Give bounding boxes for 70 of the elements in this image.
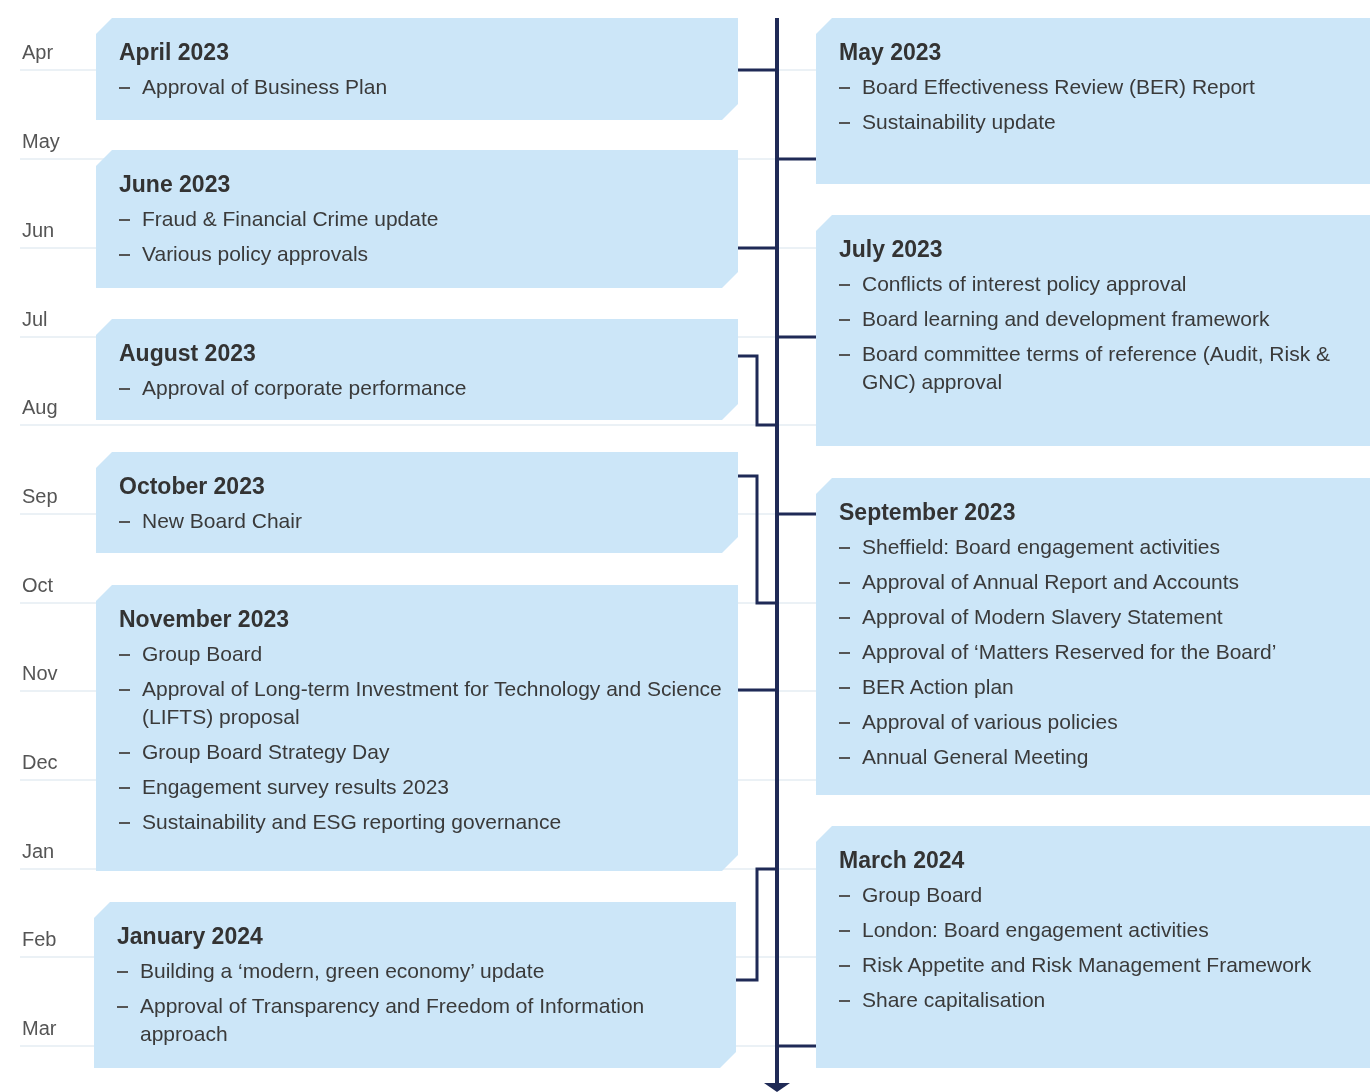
connector-line bbox=[779, 512, 816, 516]
month-card bbox=[816, 215, 1370, 446]
agenda-item: Approval of various policies bbox=[839, 708, 1360, 736]
connector-line bbox=[738, 474, 775, 605]
month-label: Jun bbox=[22, 218, 55, 242]
agenda-item: BER Action plan bbox=[839, 673, 1360, 701]
month-label: Aug bbox=[22, 395, 58, 419]
agenda-item: Board Effectiveness Review (BER) Report bbox=[839, 73, 1360, 101]
month-card bbox=[96, 319, 738, 420]
agenda-item: Board learning and development framework bbox=[839, 305, 1360, 333]
connector-line bbox=[738, 688, 775, 692]
connector-line bbox=[738, 246, 775, 250]
agenda-item: Approval of Annual Report and Accounts bbox=[839, 568, 1360, 596]
connector-line bbox=[779, 335, 816, 339]
month-label: May bbox=[22, 129, 60, 153]
agenda-item: Board committee terms of reference (Audit, Risk & GNC) approval bbox=[839, 340, 1360, 396]
agenda-item: Group Board bbox=[119, 640, 728, 668]
agenda-item: Approval of Modern Slavery Statement bbox=[839, 603, 1360, 631]
month-label: Jul bbox=[22, 307, 48, 331]
agenda-item: Various policy approvals bbox=[119, 240, 728, 268]
agenda-item: Fraud & Financial Crime update bbox=[119, 205, 728, 233]
card-heading: May 2023 bbox=[839, 38, 943, 66]
month-card bbox=[96, 150, 738, 288]
card-heading: July 2023 bbox=[839, 235, 944, 263]
agenda-item: Approval of Long-term Investment for Technology and Science (LIFTS) proposal bbox=[119, 675, 728, 731]
agenda-item: Approval of corporate performance bbox=[119, 374, 728, 402]
month-label: Oct bbox=[22, 573, 54, 597]
agenda-item: Conflicts of interest policy approval bbox=[839, 270, 1360, 298]
month-label: Sep bbox=[22, 484, 58, 508]
connector-line bbox=[779, 1044, 816, 1048]
agenda-item: Engagement survey results 2023 bbox=[119, 773, 728, 801]
agenda-item: Annual General Meeting bbox=[839, 743, 1360, 771]
agenda-item: London: Board engagement activities bbox=[839, 916, 1360, 944]
month-card bbox=[816, 826, 1370, 1068]
card-heading: August 2023 bbox=[119, 339, 257, 367]
agenda-item: New Board Chair bbox=[119, 507, 728, 535]
month-card bbox=[96, 452, 738, 553]
connector-line bbox=[736, 867, 775, 982]
card-heading: January 2024 bbox=[117, 922, 264, 950]
agenda-item: Building a ‘modern, green economy’ update bbox=[117, 957, 726, 985]
card-heading: November 2023 bbox=[119, 605, 291, 633]
card-heading: June 2023 bbox=[119, 170, 232, 198]
month-label: Feb bbox=[22, 927, 57, 951]
month-label: Nov bbox=[22, 661, 58, 685]
month-label: Jan bbox=[22, 839, 55, 863]
agenda-item: Sustainability and ESG reporting governance bbox=[119, 808, 728, 836]
connector-line bbox=[738, 354, 775, 427]
agenda-item: Approval of Business Plan bbox=[119, 73, 728, 101]
connector-line bbox=[738, 68, 775, 72]
agenda-item: Sustainability update bbox=[839, 108, 1360, 136]
card-heading: October 2023 bbox=[119, 472, 266, 500]
agenda-item: Risk Appetite and Risk Management Framework bbox=[839, 951, 1360, 979]
agenda-item: Group Board Strategy Day bbox=[119, 738, 728, 766]
month-card bbox=[816, 18, 1370, 184]
agenda-item: Approval of Transparency and Freedom of Information approach bbox=[117, 992, 726, 1048]
agenda-item: Sheffield: Board engagement activities bbox=[839, 533, 1360, 561]
month-card bbox=[96, 585, 738, 871]
month-card bbox=[96, 18, 738, 120]
month-card bbox=[816, 478, 1370, 795]
agenda-item: Approval of ‘Matters Reserved for the Board’ bbox=[839, 638, 1360, 666]
month-label: Dec bbox=[22, 750, 58, 774]
agenda-item: Group Board bbox=[839, 881, 1360, 909]
card-heading: April 2023 bbox=[119, 38, 230, 66]
month-label: Apr bbox=[22, 40, 54, 64]
month-label: Mar bbox=[22, 1016, 57, 1040]
month-card bbox=[94, 902, 736, 1068]
connector-line bbox=[779, 157, 816, 161]
agenda-item: Share capitalisation bbox=[839, 986, 1360, 1014]
card-heading: March 2024 bbox=[839, 846, 966, 874]
card-heading: September 2023 bbox=[839, 498, 1017, 526]
